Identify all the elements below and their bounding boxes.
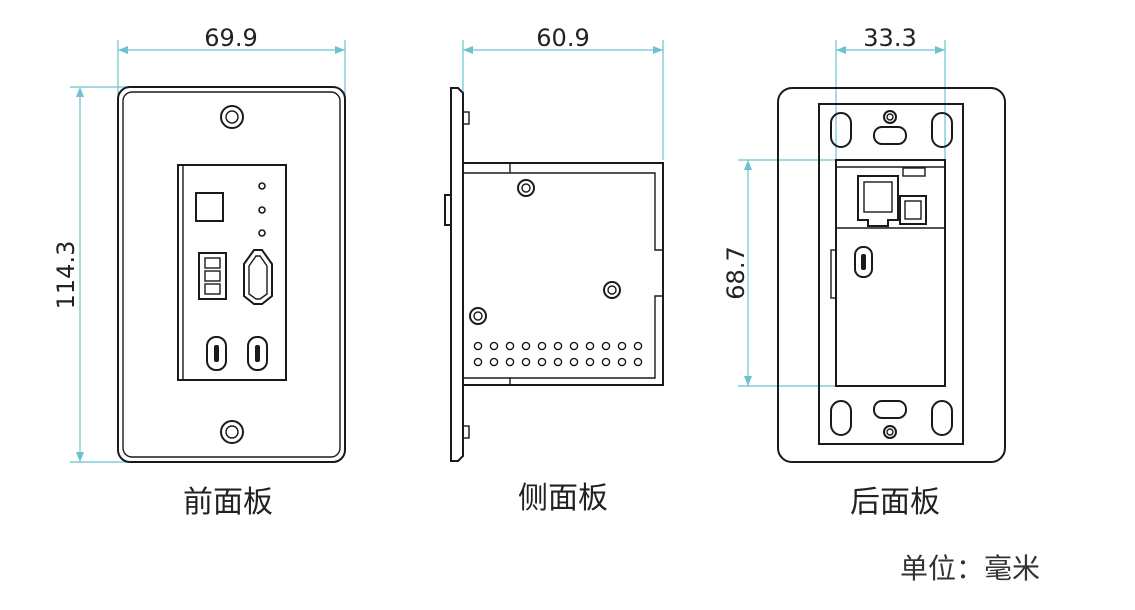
side-housing-outline	[462, 162, 664, 386]
usb-c-port-1-icon	[206, 336, 227, 371]
rear-bottom-screw-icon	[883, 425, 897, 439]
vent-hole	[473, 341, 483, 351]
rear-housing-outline	[835, 159, 946, 387]
vent-hole	[505, 341, 515, 351]
side-tab-bottom	[462, 425, 470, 439]
rear-width-dimension: 33.3	[835, 24, 946, 160]
vent-hole	[537, 357, 547, 367]
vent-hole	[473, 357, 483, 367]
rj45-port-icon	[857, 175, 899, 227]
front-panel-view: 69.9 114.3	[52, 24, 346, 463]
vent-hole	[585, 357, 595, 367]
rear-panel-view: 33.3 68.7	[722, 24, 1006, 463]
side-depth-dimension: 60.9	[462, 24, 664, 160]
vent-hole	[569, 341, 579, 351]
side-screw-3-icon	[469, 307, 487, 325]
vent-hole	[553, 357, 563, 367]
rear-width-label: 33.3	[863, 24, 916, 52]
front-top-screw-icon	[220, 105, 244, 129]
rear-height-label: 68.7	[722, 246, 750, 299]
rear-slot-bottom-right	[931, 400, 953, 436]
vent-hole	[569, 357, 579, 367]
side-panel-caption: 侧面板	[518, 481, 608, 516]
vent-hole	[617, 341, 627, 351]
front-height-dimension: 114.3	[52, 86, 130, 463]
vent-hole	[489, 341, 499, 351]
terminal-block-icon	[198, 252, 227, 300]
hdmi-port-icon	[243, 249, 273, 305]
vent-hole	[505, 357, 515, 367]
led-1-icon	[258, 182, 266, 190]
side-plate-edge	[450, 87, 464, 462]
vent-hole	[633, 341, 643, 351]
rear-slot-bottom-left	[830, 400, 852, 436]
led-2-icon	[258, 206, 266, 214]
front-width-label: 69.9	[204, 24, 257, 52]
rear-plate-outline	[777, 87, 1006, 463]
side-depth-label: 60.9	[536, 24, 589, 52]
front-panel-caption: 前面板	[183, 485, 273, 520]
rear-height-dimension: 68.7	[722, 159, 945, 387]
vent-hole	[553, 341, 563, 351]
vent-hole	[521, 357, 531, 367]
front-module-outline	[177, 164, 287, 381]
side-panel-view: 60.9	[444, 24, 664, 462]
vent-hole	[585, 341, 595, 351]
vent-hole	[617, 357, 627, 367]
vent-hole	[489, 357, 499, 367]
rear-side-tab	[830, 249, 837, 299]
side-tab-top	[462, 111, 470, 125]
rear-panel-caption: 后面板	[850, 485, 940, 520]
side-clip	[444, 194, 452, 226]
rear-slot-top-left	[830, 112, 852, 148]
vent-hole	[633, 357, 643, 367]
front-bottom-screw-icon	[220, 420, 244, 444]
rear-top-screw-icon	[883, 110, 897, 124]
side-screw-1-icon	[517, 179, 535, 197]
side-screw-2-icon	[603, 281, 621, 299]
usb-c-port-2-icon	[247, 336, 268, 371]
front-plate-inner-edge	[122, 91, 341, 458]
rear-slot-top-right	[931, 112, 953, 148]
led-3-icon	[258, 229, 266, 237]
rear-slot-top-center	[873, 126, 907, 145]
rear-slot-bottom-center	[873, 400, 907, 419]
vent-hole	[601, 341, 611, 351]
front-plate-outline	[117, 86, 346, 463]
front-button-icon	[195, 192, 224, 222]
vent-holes	[473, 341, 643, 367]
vent-hole	[601, 357, 611, 367]
rear-connector-icon	[899, 167, 927, 225]
vent-hole	[537, 341, 547, 351]
vent-hole	[521, 341, 531, 351]
micro-usb-port-icon	[854, 246, 873, 278]
rear-bracket-outline	[818, 103, 964, 445]
front-width-dimension: 69.9	[117, 24, 346, 95]
unit-label: 单位：毫米	[900, 552, 1040, 585]
front-height-label: 114.3	[52, 241, 80, 310]
